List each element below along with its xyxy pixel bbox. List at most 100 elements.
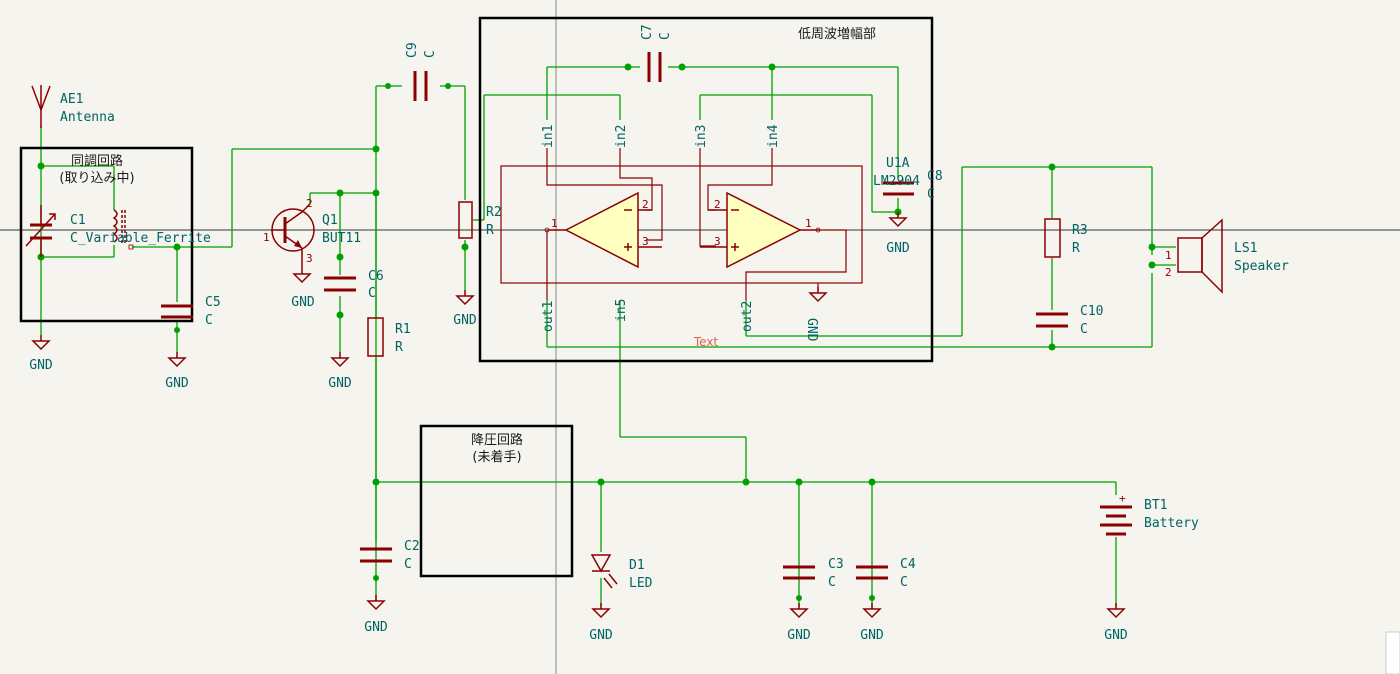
gnd-label: GND <box>589 628 613 643</box>
pin-in3: in3 <box>694 125 709 148</box>
block-lf-amp[interactable]: 低周波増幅部 <box>478 16 934 363</box>
opamp-subsheet[interactable]: 2 3 1 2 3 1 <box>500 148 863 302</box>
c3-value: C <box>828 575 836 590</box>
r2-ref: R2 <box>486 205 502 220</box>
c7-value: C <box>658 32 673 40</box>
c9-value: C <box>423 50 438 58</box>
r3-ref: R3 <box>1072 223 1088 238</box>
opamp-b-body <box>726 191 802 269</box>
r3-value: R <box>1072 241 1080 256</box>
transistor-q1[interactable]: 1 2 3 Q1 BUT11 <box>263 197 361 268</box>
gnd-label: GND <box>291 295 315 310</box>
gnd-label: GND <box>787 628 811 643</box>
block-tuning[interactable]: 同調回路 (取り込み中) <box>19 146 194 323</box>
capacitor-c2[interactable]: C2 C <box>360 539 420 572</box>
ae1-ref: AE1 <box>60 92 83 107</box>
gnd-label: GND <box>886 241 910 256</box>
block-tuning-subtitle: (取り込み中) <box>59 171 134 186</box>
pin-in1: in1 <box>541 125 556 148</box>
u1a-ref: U1A <box>886 156 910 171</box>
capacitor-c7[interactable]: C7 C <box>640 24 673 82</box>
gnd-label: GND <box>1104 628 1128 643</box>
ground-symbols <box>32 211 1125 618</box>
c8-ref: C8 <box>927 169 943 184</box>
gnd-label: GND <box>29 358 53 373</box>
ae1-value: Antenna <box>60 110 115 125</box>
ls1-pin1: 1 <box>1165 249 1172 262</box>
pin-in4: in4 <box>766 124 781 148</box>
speaker-ls1[interactable]: 1 2 LS1 Speaker <box>1165 218 1289 294</box>
resistor-r1[interactable]: R1 R <box>367 317 411 357</box>
pin-in5: in5 <box>614 299 629 322</box>
pin-gnd: GND <box>804 318 819 342</box>
opamp-a-body <box>564 191 639 269</box>
block-regulator-subtitle: (未着手) <box>472 449 521 465</box>
c10-ref: C10 <box>1080 304 1103 319</box>
wires <box>40 66 1176 607</box>
c6-ref: C6 <box>368 269 384 284</box>
bt1-ref: BT1 <box>1144 498 1167 513</box>
r1-value: R <box>395 340 403 355</box>
capacitor-c3[interactable]: C3 C <box>783 557 844 590</box>
ls1-ref: LS1 <box>1234 241 1257 256</box>
pin-in2: in2 <box>614 125 629 148</box>
u1a-pin3: 3 <box>642 235 649 248</box>
c5-value: C <box>205 313 213 328</box>
c4-value: C <box>900 575 908 590</box>
capacitor-c9[interactable]: C9 C <box>405 42 438 101</box>
gnd-label: GND <box>453 313 477 328</box>
block-regulator[interactable]: 降圧回路 (未着手) <box>419 424 574 578</box>
ls1-value: Speaker <box>1234 259 1289 274</box>
q1-value: BUT11 <box>322 231 361 246</box>
block-lf-amp-title: 低周波増幅部 <box>798 27 876 42</box>
u1a-pin1: 1 <box>551 217 558 230</box>
r1-ref: R1 <box>395 322 411 337</box>
bt1-value: Battery <box>1144 516 1199 531</box>
side-panel-edge <box>1385 631 1400 674</box>
q1-pin3: 3 <box>306 252 313 265</box>
block-tuning-title: 同調回路 <box>71 153 123 169</box>
gnd-label: GND <box>165 376 189 391</box>
c6-value: C <box>368 286 376 301</box>
capacitor-c10[interactable]: C10 C <box>1036 304 1103 337</box>
capacitor-c6[interactable]: C6 C <box>324 269 384 301</box>
c2-value: C <box>404 557 412 572</box>
variable-capacitor-c1[interactable]: C1 C_Variable_Ferrite <box>25 205 211 257</box>
q1-pin1: 1 <box>263 231 270 244</box>
battery-bt1[interactable]: + BT1 Battery <box>1100 492 1199 536</box>
c7-ref: C7 <box>640 24 655 40</box>
junctions <box>37 63 1156 601</box>
c4-ref: C4 <box>900 557 916 572</box>
bt1-plus: + <box>1119 492 1126 505</box>
capacitor-c8[interactable]: C8 C <box>883 169 943 202</box>
c5-ref: C5 <box>205 295 221 310</box>
resistor-r2[interactable]: R2 R <box>458 201 502 239</box>
sheet-pins-inputs: in1 in2 in3 in4 out1 in5 out2 GND <box>541 124 819 341</box>
u1a-value: LM2904 <box>873 174 920 189</box>
c3-ref: C3 <box>828 557 844 572</box>
u1b-pin2: 2 <box>714 198 721 211</box>
c2-ref: C2 <box>404 539 420 554</box>
gnd-label: GND <box>328 376 352 391</box>
d1-ref: D1 <box>629 558 645 573</box>
pin-out1: out1 <box>541 301 556 332</box>
ground-labels: GND GND GND GND GND GND GND GND GND GND … <box>29 241 1128 643</box>
led-d1[interactable]: D1 LED <box>590 554 653 591</box>
antenna-ae1[interactable]: AE1 Antenna <box>31 85 115 128</box>
c8-value: C <box>927 187 935 202</box>
block-regulator-title: 降圧回路 <box>471 432 523 448</box>
d1-value: LED <box>629 576 653 591</box>
capacitor-c5[interactable]: C5 C <box>161 295 221 328</box>
r2-value: R <box>486 223 494 238</box>
text-note: Text <box>693 335 719 349</box>
u1b-pin1: 1 <box>805 217 812 230</box>
capacitor-c4[interactable]: C4 C <box>856 557 916 590</box>
pin-out2: out2 <box>740 301 755 332</box>
c1-ref: C1 <box>70 213 86 228</box>
resistor-r3[interactable]: R3 R <box>1044 218 1088 258</box>
u1b-pin3: 3 <box>714 235 721 248</box>
c1-value: C_Variable_Ferrite <box>70 231 211 246</box>
u1a-pin2: 2 <box>642 198 649 211</box>
gnd-label: GND <box>860 628 884 643</box>
